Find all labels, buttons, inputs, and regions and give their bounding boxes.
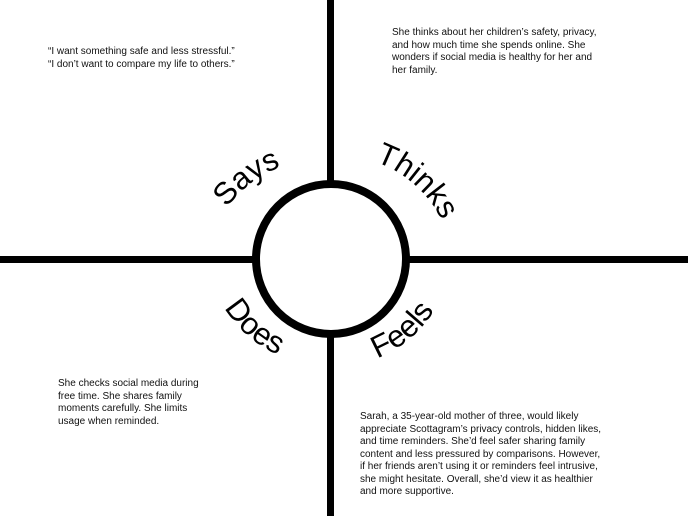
says-label: Says (205, 141, 283, 212)
thinks-note: She thinks about her children’s safety, … (392, 27, 597, 76)
does-note: She checks social media during free time… (58, 378, 199, 427)
says-quote: “I want something safe and less stressfu… (48, 46, 235, 70)
center-circle (252, 180, 410, 338)
feels-note: Sarah, a 35-year-old mother of three, wo… (360, 411, 602, 497)
